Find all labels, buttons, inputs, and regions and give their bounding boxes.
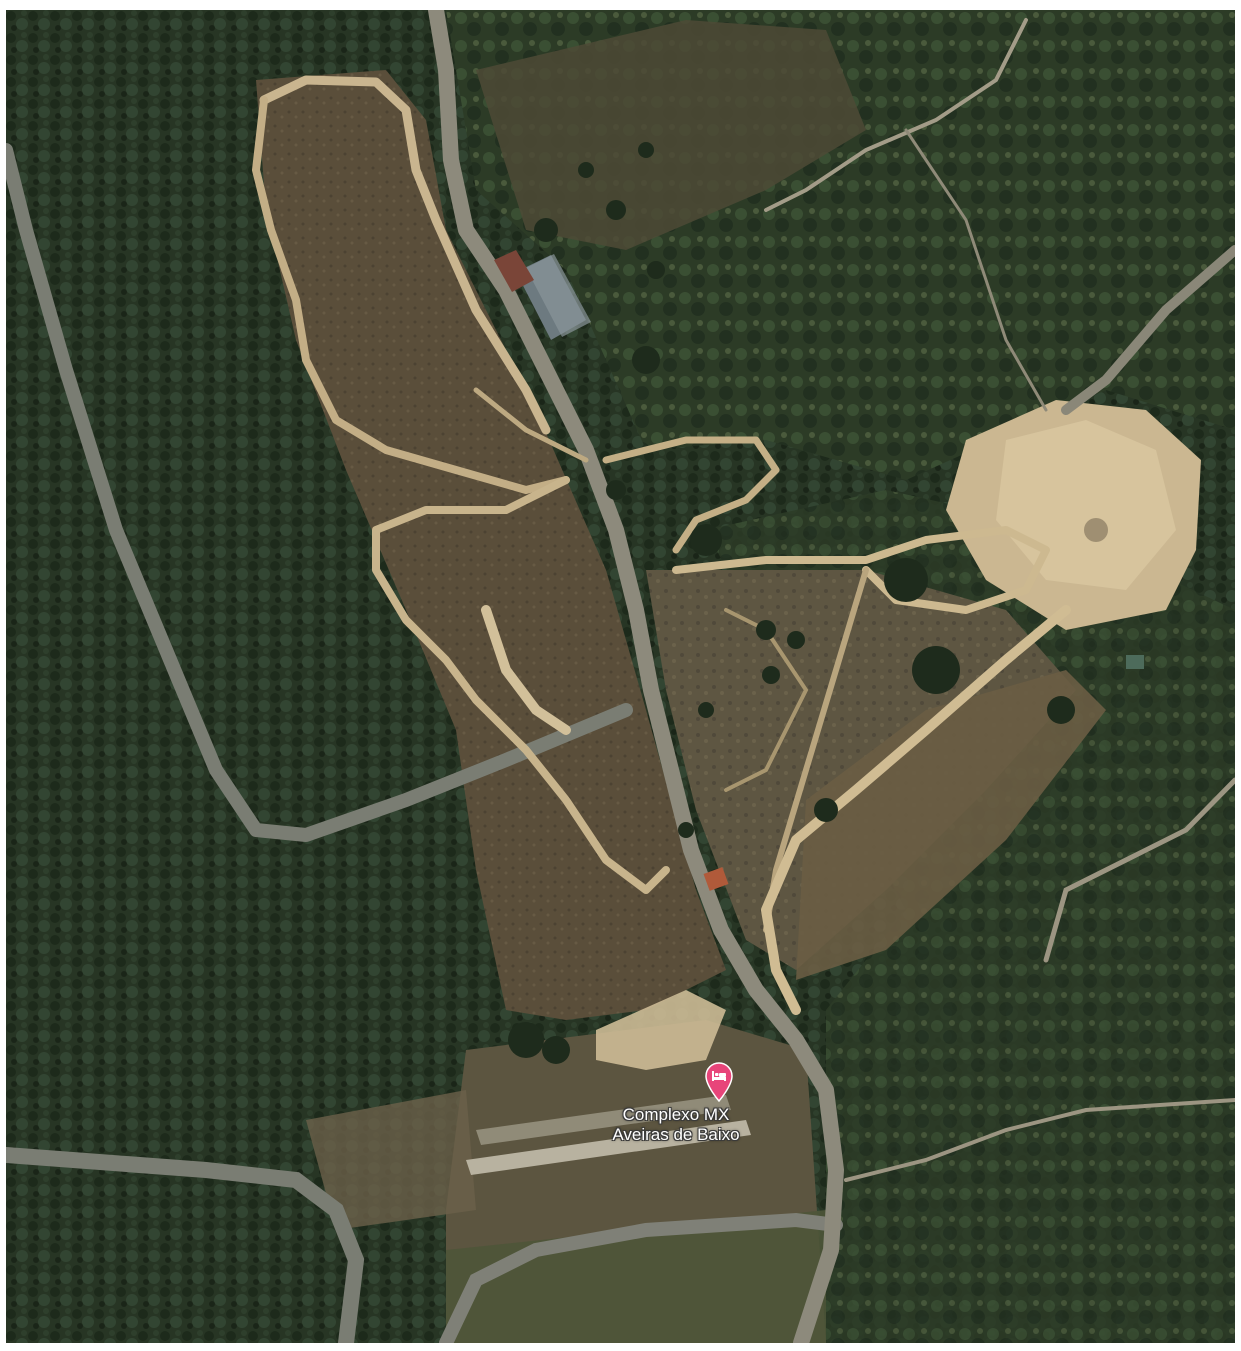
orchard-field (476, 20, 866, 250)
parking-strip-2 (476, 1095, 731, 1145)
forest-path-east (1043, 777, 1235, 963)
east-track-area (796, 670, 1106, 980)
place-name-line-2: Aveiras de Baixo (612, 1125, 740, 1144)
switchback-track (602, 436, 780, 554)
shed (1126, 655, 1144, 669)
small-building (703, 867, 729, 891)
place-name-line-1: Complexo MX (622, 1105, 730, 1124)
mx-track-south (372, 476, 670, 894)
east-track-loop (672, 526, 1050, 614)
satellite-imagery (6, 10, 1235, 1343)
place-label[interactable]: Complexo MX Aveiras de Baixo (566, 1105, 786, 1145)
mx-field (256, 70, 726, 1020)
forest-path-south-east (844, 1098, 1235, 1182)
mx-track-jump (481, 605, 571, 735)
forest-path-north-east (764, 18, 1028, 212)
mx-track-loop-north (259, 75, 551, 435)
south-west-road (6, 1147, 365, 1343)
satellite-map[interactable]: Complexo MX Aveiras de Baixo (6, 10, 1235, 1343)
west-road (6, 143, 633, 842)
mx-track-spur (473, 387, 589, 463)
south-west-clearing (306, 1090, 476, 1230)
farm-buildings (494, 250, 591, 340)
scattered-trees (508, 142, 1075, 1064)
north-east-road (1061, 245, 1235, 415)
parking-strip (466, 1120, 751, 1175)
forest-path-ne-2 (904, 128, 1048, 412)
place-pin-icon[interactable] (704, 1062, 734, 1103)
east-track-inner (724, 608, 809, 792)
sandy-patch (596, 990, 726, 1070)
south-road (439, 1212, 843, 1343)
mx-track-west (252, 96, 570, 494)
quarry-shadow (1084, 518, 1108, 542)
main-road (428, 10, 844, 1343)
hotel-bed-icon (712, 1071, 726, 1081)
